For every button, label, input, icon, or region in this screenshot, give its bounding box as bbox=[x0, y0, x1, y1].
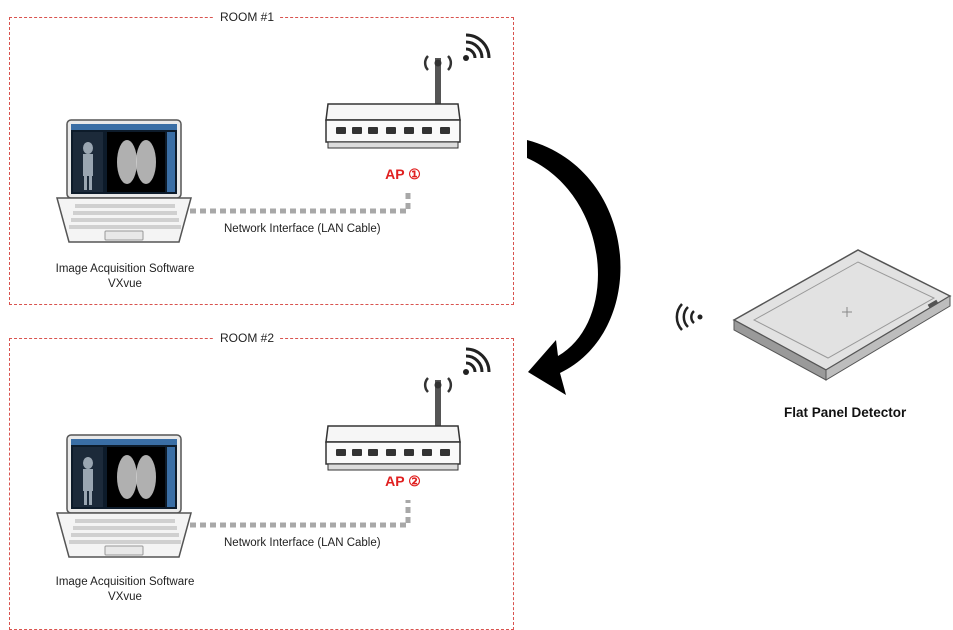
laptop-icon bbox=[56, 434, 192, 558]
flat-panel-detector-label: Flat Panel Detector bbox=[784, 405, 907, 420]
network-interface-label: Network Interface (LAN Cable) bbox=[224, 223, 381, 235]
wifi-signal-icon bbox=[463, 347, 491, 375]
wireless-signal-icon bbox=[675, 303, 703, 331]
ap-1-label: AP ① bbox=[385, 166, 421, 182]
network-interface-label: Network Interface (LAN Cable) bbox=[224, 537, 381, 549]
software-caption-line2: VXvue bbox=[108, 278, 142, 290]
software-caption-line1: Image Acquisition Software bbox=[55, 263, 195, 275]
ap-2-label: AP ② bbox=[385, 473, 421, 489]
room-1-label: ROOM #1 bbox=[213, 10, 281, 24]
laptop-icon bbox=[56, 119, 192, 243]
wifi-signal-icon bbox=[463, 33, 491, 61]
router-icon bbox=[325, 377, 461, 471]
room-2-label: ROOM #2 bbox=[213, 331, 281, 345]
software-caption-line2: VXvue bbox=[108, 591, 142, 603]
flat-panel-detector-icon bbox=[732, 249, 952, 381]
software-caption-line1: Image Acquisition Software bbox=[55, 576, 195, 588]
router-icon bbox=[325, 55, 461, 149]
